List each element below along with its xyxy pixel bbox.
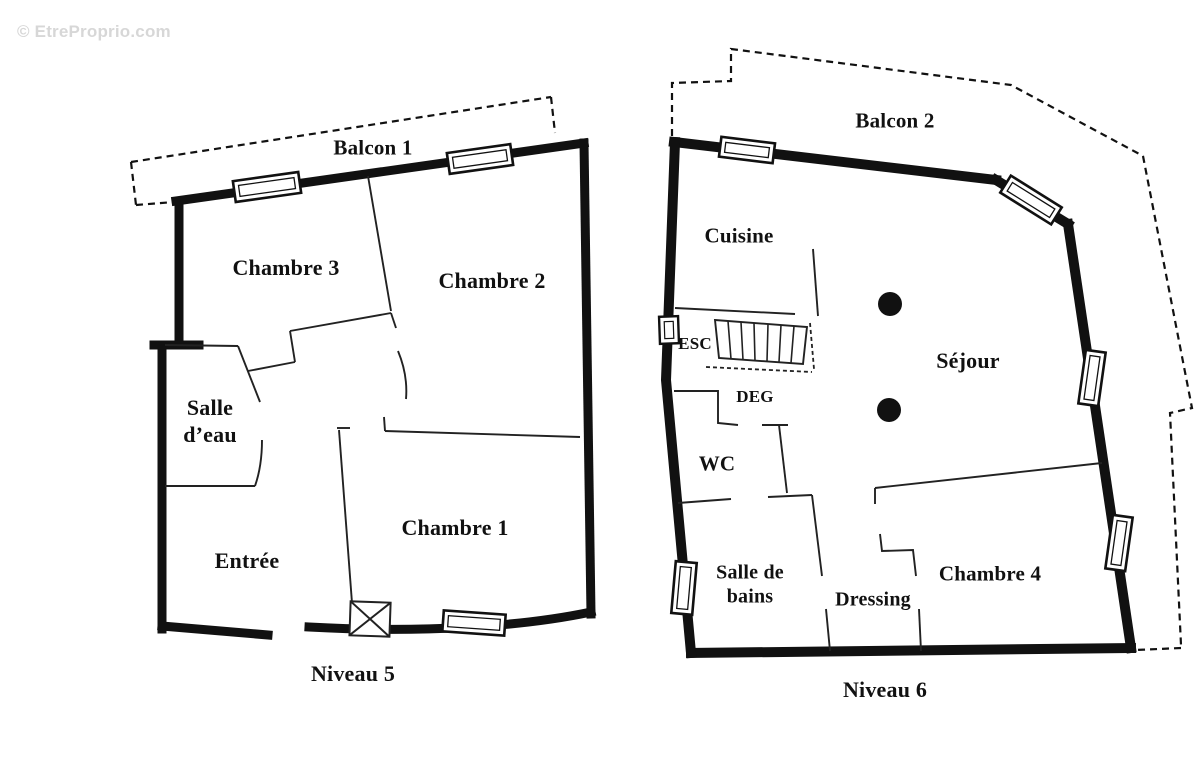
label-esc: ESC <box>678 334 712 353</box>
label-balcon-1: Balcon 1 <box>333 135 413 160</box>
label-dressing: Dressing <box>835 588 911 611</box>
label-chambre-2: Chambre 2 <box>438 268 546 293</box>
label-chambre-1: Chambre 1 <box>401 515 509 540</box>
column-dot <box>878 292 902 316</box>
shaft-x-box <box>348 600 392 638</box>
chambre2-door-arc <box>397 350 408 400</box>
label-salle-eau-line2: d’eau <box>183 422 237 447</box>
label-niveau-5: Niveau 5 <box>310 661 396 686</box>
label-chambre-3: Chambre 3 <box>232 255 340 280</box>
window <box>445 142 515 176</box>
niveau5-interior-walls <box>164 175 581 604</box>
niveau6-balcony-dashed <box>670 47 1194 652</box>
label-salle-eau: Salle d’eau <box>183 395 237 449</box>
label-salle-eau-line1: Salle <box>186 395 234 421</box>
window <box>231 170 303 204</box>
window <box>657 314 681 346</box>
niveau5-windows <box>231 142 515 638</box>
label-wc: WC <box>698 451 736 476</box>
niveau6-windows <box>657 135 1135 617</box>
column-dot <box>877 398 901 422</box>
salle-eau-door-arc <box>254 439 263 487</box>
label-balcon-2: Balcon 2 <box>855 108 935 133</box>
window <box>1103 513 1135 573</box>
watermark: © EtreProprio.com <box>17 22 171 41</box>
niveau6-interior-walls <box>674 248 1103 652</box>
staircase <box>705 318 815 373</box>
window <box>998 173 1064 227</box>
window <box>1076 348 1108 408</box>
label-niveau-6: Niveau 6 <box>842 677 928 702</box>
label-sejour: Séjour <box>936 348 1000 373</box>
label-salle-de-bains-line2: bains <box>726 586 774 608</box>
window <box>717 135 777 165</box>
window <box>440 608 508 638</box>
label-deg: DEG <box>736 387 774 406</box>
niveau5-balcony-dashed <box>129 95 557 207</box>
window <box>669 559 699 617</box>
sejour-columns <box>877 292 902 422</box>
label-chambre-4: Chambre 4 <box>938 561 1042 586</box>
label-salle-de-bains: Salle de bains <box>716 561 784 610</box>
label-cuisine: Cuisine <box>704 223 774 248</box>
label-entree: Entrée <box>214 548 280 573</box>
label-salle-de-bains-line1: Salle de <box>716 561 784 584</box>
